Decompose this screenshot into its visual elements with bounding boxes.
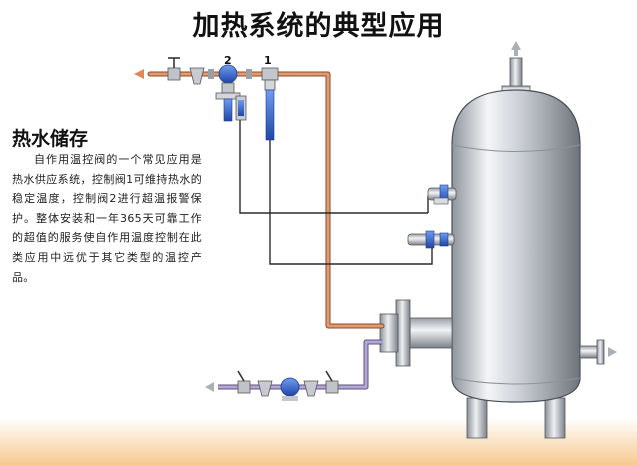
tank-leg-left <box>466 397 488 439</box>
side-outlet-arrow <box>608 347 617 357</box>
floor <box>0 418 637 465</box>
valve-1-label: 1 <box>264 54 272 67</box>
heat-exchanger-nozzle <box>409 317 453 349</box>
condensate-valve-train <box>237 370 339 401</box>
sensor-pocket-upper <box>427 184 457 205</box>
valve-2-label: 2 <box>224 54 232 67</box>
top-outlet-arrow <box>511 41 521 50</box>
control-valve-1 <box>261 67 279 81</box>
section-body: 自作用温控阀的一个常见应用是热水供应系统，控制阀1可维持热水的稳定温度，控制阀2… <box>12 153 202 284</box>
steam-inlet-arrow <box>134 69 144 79</box>
tank-body <box>451 89 581 403</box>
steam-pipe <box>147 71 385 329</box>
steam-valve-train <box>167 57 279 141</box>
sensor-pocket-lower <box>407 230 455 249</box>
section-heading: 热水储存 <box>12 128 89 150</box>
tank-leg-right <box>544 397 566 439</box>
condensate-pipe <box>218 339 382 390</box>
steam-trap <box>280 377 300 397</box>
page-title: 加热系统的典型应用 <box>192 11 445 42</box>
control-valve-2 <box>218 64 238 84</box>
condensate-outlet-arrow <box>205 382 214 392</box>
